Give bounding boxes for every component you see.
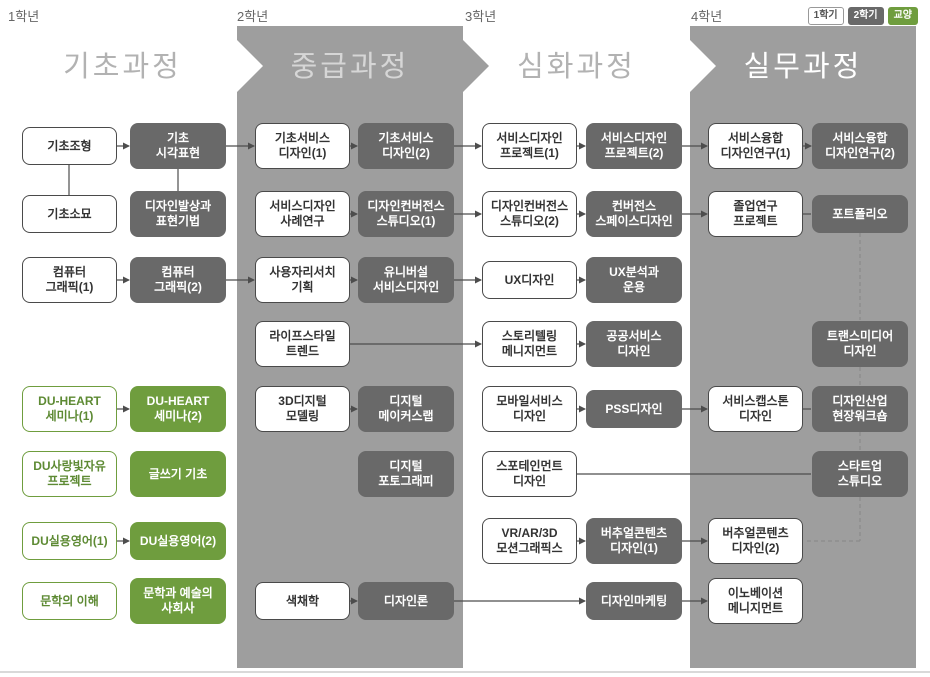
- course-box: 디자인마케팅: [586, 582, 682, 620]
- course-box: 디자인발상과 표현기법: [130, 191, 226, 237]
- course-box: 기초소묘: [22, 195, 117, 233]
- course-box: 스포테인먼트 디자인: [482, 451, 577, 497]
- course-box: 컴퓨터 그래픽(2): [130, 257, 226, 303]
- year-label-1: 1학년: [8, 9, 40, 24]
- course-box: 졸업연구 프로젝트: [708, 191, 803, 237]
- course-box: 서비스디자인 프로젝트(2): [586, 123, 682, 169]
- legend-semester2-chip: 2학기: [847, 7, 884, 25]
- course-box: 3D디지털 모델링: [255, 386, 350, 432]
- course-box: 스토리텔링 메니지먼트: [482, 321, 577, 367]
- course-box: 서비스캡스톤 디자인: [708, 386, 803, 432]
- course-box: 기초 시각표현: [130, 123, 226, 169]
- course-box: UX디자인: [482, 261, 577, 299]
- course-box: PSS디자인: [586, 390, 682, 428]
- course-box: 디자인산업 현장워크숍: [812, 386, 908, 432]
- stage-title-intermediate: 중급과정: [290, 51, 410, 83]
- legend: 1학기 2학기 교양: [807, 7, 918, 25]
- bottom-divider: [0, 671, 930, 673]
- course-box: 글쓰기 기초: [130, 451, 226, 497]
- year-label-4: 4학년: [691, 9, 723, 24]
- stage-title-practical: 실무과정: [743, 51, 863, 83]
- course-box: 디자인론: [358, 582, 454, 620]
- course-box: 서비스디자인 프로젝트(1): [482, 123, 577, 169]
- course-box: 버추얼콘텐츠 디자인(1): [586, 518, 682, 564]
- course-box: 트랜스미디어 디자인: [812, 321, 908, 367]
- course-box: 디자인컨버전스 스튜디오(2): [482, 191, 577, 237]
- course-box: 디지털 메이커스랩: [358, 386, 454, 432]
- course-box: DU사랑빛자유 프로젝트: [22, 451, 117, 497]
- course-box: VR/AR/3D 모션그래픽스: [482, 518, 577, 564]
- course-box: 버추얼콘텐츠 디자인(2): [708, 518, 803, 564]
- course-box: 디자인컨버전스 스튜디오(1): [358, 191, 454, 237]
- course-box: 공공서비스 디자인: [586, 321, 682, 367]
- course-box: 기초서비스 디자인(1): [255, 123, 350, 169]
- course-box: 스타트업 스튜디오: [812, 451, 908, 497]
- course-box: DU실용영어(1): [22, 522, 117, 560]
- course-box: 서비스융합 디자인연구(2): [812, 123, 908, 169]
- legend-liberal-chip: 교양: [887, 7, 918, 25]
- legend-semester1-chip: 1학기: [807, 7, 844, 25]
- course-box: 모바일서비스 디자인: [482, 386, 577, 432]
- course-box: 컴퓨터 그래픽(1): [22, 257, 117, 303]
- course-box: 컨버전스 스페이스디자인: [586, 191, 682, 237]
- course-box: 문학의 이해: [22, 582, 117, 620]
- course-box: 포트폴리오: [812, 195, 908, 233]
- course-box: DU-HEART 세미나(2): [130, 386, 226, 432]
- year-label-3: 3학년: [465, 9, 497, 24]
- course-box: 기초조형: [22, 127, 117, 165]
- stage-title-basic: 기초과정: [63, 51, 182, 83]
- course-box: UX분석과 운용: [586, 257, 682, 303]
- course-box: 이노베이션 메니지먼트: [708, 578, 803, 624]
- course-box: 색채학: [255, 582, 350, 620]
- course-box: DU-HEART 세미나(1): [22, 386, 117, 432]
- year-label-2: 2학년: [237, 9, 269, 24]
- course-box: DU실용영어(2): [130, 522, 226, 560]
- course-box: 기초서비스 디자인(2): [358, 123, 454, 169]
- course-box: 라이프스타일 트렌드: [255, 321, 350, 367]
- course-box: 사용자리서치 기획: [255, 257, 350, 303]
- course-box: 서비스융합 디자인연구(1): [708, 123, 803, 169]
- course-box: 유니버설 서비스디자인: [358, 257, 454, 303]
- course-box: 문학과 예술의 사회사: [130, 578, 226, 624]
- course-box: 서비스디자인 사례연구: [255, 191, 350, 237]
- stage-title-advanced: 심화과정: [517, 51, 636, 83]
- course-box: 디지털 포토그래피: [358, 451, 454, 497]
